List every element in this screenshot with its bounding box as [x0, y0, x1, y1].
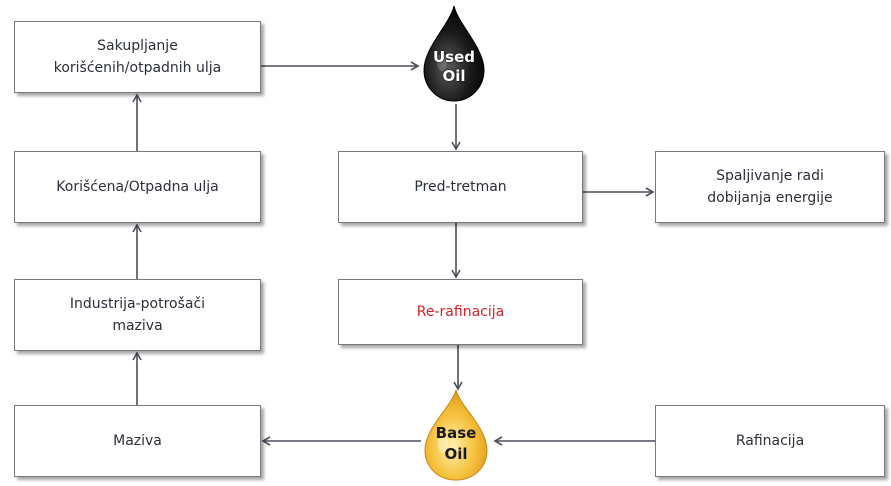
oil-drop-icon: [423, 5, 485, 102]
node-predtretman-label: Pred-tretman: [414, 179, 507, 195]
node-rerafinacija-label: Re-rafinacija: [416, 304, 505, 320]
node-maziva: Maziva: [14, 405, 261, 477]
node-spaljivanje-line2: dobijanja energije: [707, 190, 833, 206]
oil-drop-icon: [424, 389, 488, 481]
node-koriscena-label: Korišćena/Otpadna ulja: [56, 179, 219, 195]
used-oil-label-line2: Oil: [442, 67, 466, 85]
base-oil-drop: Base Oil: [421, 388, 491, 482]
base-oil-label-line1: Base: [435, 424, 477, 442]
node-sakupljanje-line2: korišćenih/otpadnih ulja: [53, 60, 222, 76]
node-spaljivanje: Spaljivanje radi dobijanja energije: [655, 151, 885, 223]
node-maziva-label: Maziva: [113, 433, 162, 449]
base-oil-label-line2: Oil: [444, 445, 468, 463]
node-koriscena-otpadna-ulja: Korišćena/Otpadna ulja: [14, 151, 261, 223]
node-industrija-line2: maziva: [112, 318, 163, 334]
node-rafinacija-label: Rafinacija: [735, 433, 805, 449]
node-re-rafinacija: Re-rafinacija: [338, 279, 583, 345]
used-oil-label-line1: Used: [432, 48, 476, 66]
node-pred-tretman: Pred-tretman: [338, 151, 583, 223]
node-industrija-line1: Industrija-potrošači: [69, 296, 206, 312]
used-oil-drop: Used Oil: [420, 4, 488, 104]
node-industrija-potrosaci: Industrija-potrošači maziva: [14, 279, 261, 351]
node-sakupljanje-line1: Sakupljanje: [97, 38, 178, 54]
node-rafinacija: Rafinacija: [655, 405, 885, 477]
node-spaljivanje-line1: Spaljivanje radi: [716, 168, 824, 184]
node-sakupljanje: Sakupljanje korišćenih/otpadnih ulja: [14, 21, 261, 93]
